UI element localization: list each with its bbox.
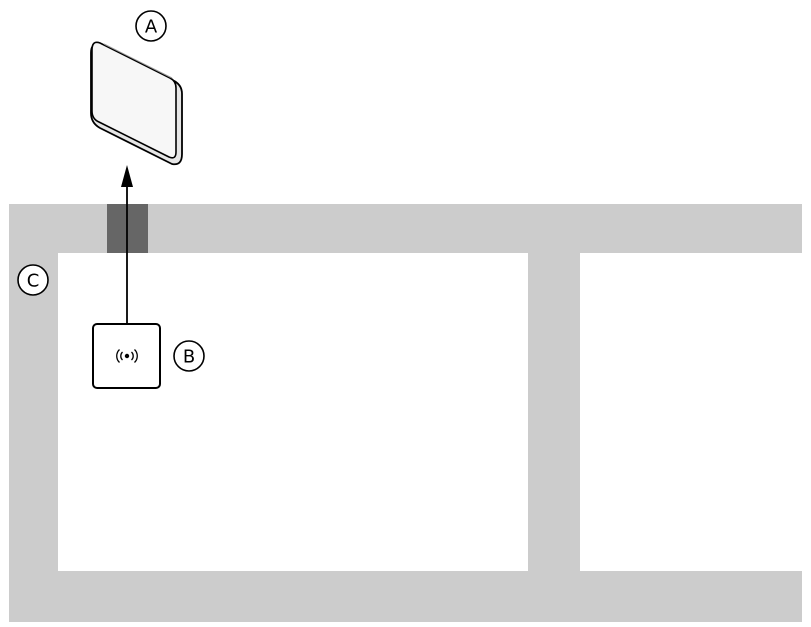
receiver-face xyxy=(91,41,177,159)
label-c: C xyxy=(17,264,49,296)
signal-arrow xyxy=(121,165,133,324)
label-b: B xyxy=(173,340,205,372)
label-b-text: B xyxy=(183,347,195,368)
receiver-edge-line xyxy=(103,43,173,79)
room-left xyxy=(58,253,528,571)
thermostat-receiver-icon xyxy=(90,41,183,166)
wireless-transmitter-icon xyxy=(92,323,161,389)
label-c-text: C xyxy=(27,271,40,292)
building-walls xyxy=(9,204,811,622)
radio-signal-icon xyxy=(116,349,138,363)
label-a: A xyxy=(135,10,167,42)
room-right xyxy=(580,253,811,571)
label-a-text: A xyxy=(145,17,158,38)
signal-arrow-head xyxy=(121,165,133,187)
